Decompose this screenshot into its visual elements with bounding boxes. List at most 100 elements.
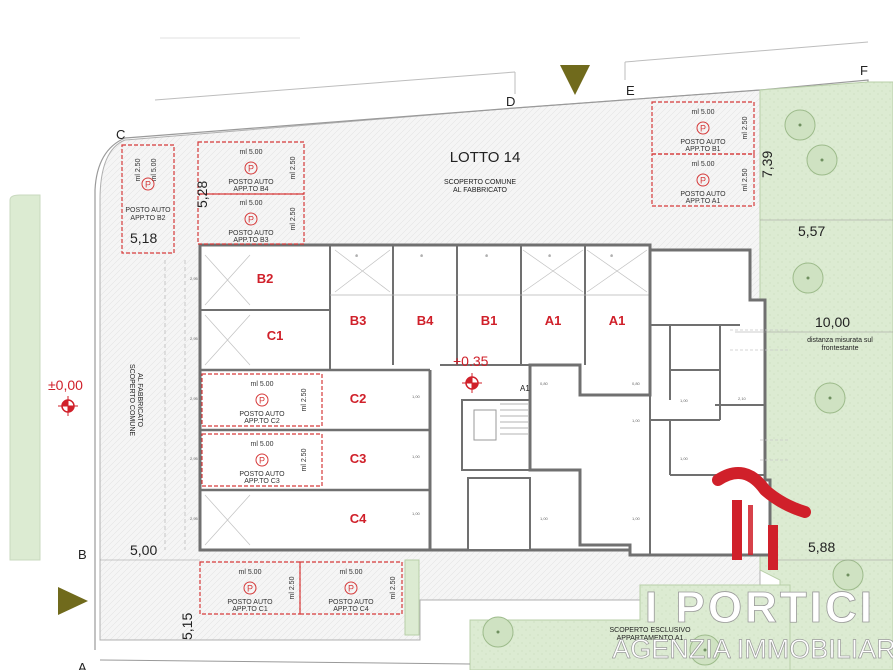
building: ⊕ ⊕ ⊕ ⊕ ⊕ 2,95 2,95 2,95 2,95 2,95 1,00 … xyxy=(164,243,790,557)
svg-text:2,95: 2,95 xyxy=(190,396,199,401)
parking-text: APP.TO C2 xyxy=(244,418,280,425)
parking-text: POSTO AUTO xyxy=(680,139,726,146)
parking-text: ml 5.00 xyxy=(340,569,363,576)
corner-label: F xyxy=(860,63,868,78)
tree-icon xyxy=(784,109,816,141)
common-area-label: SCOPERTO COMUNE xyxy=(444,179,516,186)
dimension: 10,00 xyxy=(815,314,850,330)
parking-icon: P xyxy=(696,121,710,135)
setback-note: frontestante xyxy=(822,345,859,352)
dimension: 5,28 xyxy=(194,181,210,208)
svg-text:P: P xyxy=(259,396,265,406)
svg-text:P: P xyxy=(145,180,151,190)
unit-label: B1 xyxy=(481,313,498,328)
parking-spaces xyxy=(121,101,755,615)
svg-text:⊕: ⊕ xyxy=(355,253,358,258)
parking-text: APP.TO B3 xyxy=(233,237,268,244)
parking-text: POSTO AUTO xyxy=(228,179,274,186)
unit-label: B2 xyxy=(257,271,274,286)
parking-text: ml 5.00 xyxy=(239,569,262,576)
parking-icon: P xyxy=(243,581,257,595)
svg-text:P: P xyxy=(700,176,706,186)
svg-text:⊕: ⊕ xyxy=(485,253,488,258)
svg-text:2,95: 2,95 xyxy=(190,456,199,461)
svg-text:P: P xyxy=(259,456,265,466)
parking-text: ml 2.50 xyxy=(301,448,308,471)
svg-text:P: P xyxy=(247,584,253,594)
svg-text:1,00: 1,00 xyxy=(412,511,421,516)
parking-text: ml 2.50 xyxy=(135,158,142,181)
dimension: 5,18 xyxy=(130,230,157,246)
left-green-strip xyxy=(9,194,41,561)
svg-text:⊕: ⊕ xyxy=(548,253,551,258)
svg-text:2,95: 2,95 xyxy=(190,276,199,281)
unit-labels: B2 C1 B3 B4 B1 A1 A1 C2 C3 C4 A1 xyxy=(257,271,626,526)
parking-text: APP.TO B2 xyxy=(130,215,165,222)
corner-letters: C D E F B A xyxy=(78,63,868,670)
parking-icon: P xyxy=(255,453,269,467)
level-marker-icon xyxy=(58,396,78,416)
setback-note: distanza misurata sul xyxy=(807,337,873,344)
bottom-green-post xyxy=(404,559,420,636)
parking-text: POSTO AUTO xyxy=(228,230,274,237)
corner-label: B xyxy=(78,547,87,562)
stair-core xyxy=(461,399,533,471)
common-area-side-label: AL FABBRICATO xyxy=(136,373,143,427)
parking-icon: P xyxy=(244,161,258,175)
svg-text:1,00: 1,00 xyxy=(680,398,689,403)
level-marker-icon xyxy=(462,373,482,393)
parking-text: ml 5.00 xyxy=(151,158,158,181)
parking-text: ml 2.50 xyxy=(301,388,308,411)
parking-text: APP.TO C3 xyxy=(244,478,280,485)
svg-text:⊕: ⊕ xyxy=(610,253,613,258)
unit-label: A1 xyxy=(545,313,562,328)
svg-text:1,00: 1,00 xyxy=(680,456,689,461)
corner-label: A xyxy=(78,660,87,670)
parking-icon: P xyxy=(141,177,155,191)
svg-text:0,80: 0,80 xyxy=(632,381,641,386)
parking-text: APP.TO C1 xyxy=(232,606,268,613)
unit-label: C3 xyxy=(350,451,367,466)
ground-level: ±0,00 xyxy=(48,377,83,393)
level-markers: ±0,00 +0.35 xyxy=(48,353,489,416)
parking-text: ml 2.50 xyxy=(742,168,749,191)
svg-text:1,00: 1,00 xyxy=(412,454,421,459)
parking-text: ml 2.50 xyxy=(290,156,297,179)
svg-text:P: P xyxy=(248,215,254,225)
svg-text:0,80: 0,80 xyxy=(540,381,549,386)
watermark: I PORTICI AGENZIA IMMOBILIARE xyxy=(612,466,893,664)
parking-text: ml 2.50 xyxy=(290,207,297,230)
parking-icon: P xyxy=(344,581,358,595)
parking-text: APP.TO A1 xyxy=(686,198,721,205)
parking-text: ml 5.00 xyxy=(251,441,274,448)
svg-text:P: P xyxy=(348,584,354,594)
parking-text: POSTO AUTO xyxy=(328,599,374,606)
parking-icon: P xyxy=(696,173,710,187)
svg-text:1,00: 1,00 xyxy=(540,516,549,521)
svg-text:1,00: 1,00 xyxy=(412,394,421,399)
parking-text: ml 5.00 xyxy=(251,381,274,388)
parking-text: APP.TO B4 xyxy=(233,186,268,193)
parking-text: APP.TO B1 xyxy=(685,146,720,153)
parking-text: POSTO AUTO xyxy=(239,411,285,418)
exclusive-area-label: APPARTAMENTO A1 xyxy=(617,635,684,642)
unit-label: C4 xyxy=(350,511,367,526)
parking-text: ml 2.50 xyxy=(742,116,749,139)
common-area-label: AL FABBRICATO xyxy=(453,187,507,194)
parking-space-a1 xyxy=(651,153,755,207)
parking-text: POSTO AUTO xyxy=(239,471,285,478)
parking-space-b4 xyxy=(197,141,305,195)
unit-label: C2 xyxy=(350,391,367,406)
plot-texts: LOTTO 14 SCOPERTO COMUNE AL FABBRICATO S… xyxy=(128,149,873,642)
dimensions: 5,28 5,18 7,39 5,57 10,00 5,00 5,88 5,15 xyxy=(100,151,893,640)
lot-boundary xyxy=(94,79,869,670)
corner-label: D xyxy=(506,94,515,109)
parking-space-c3 xyxy=(201,433,323,487)
